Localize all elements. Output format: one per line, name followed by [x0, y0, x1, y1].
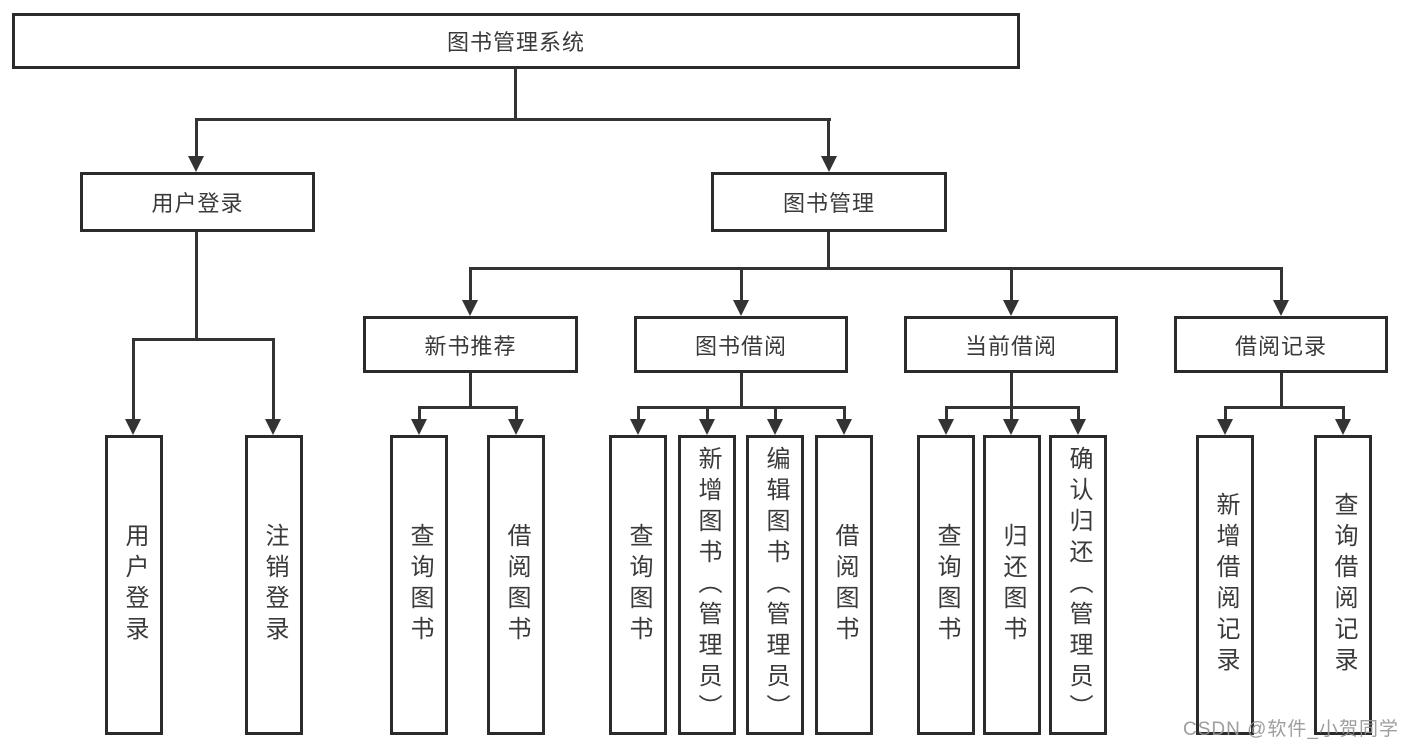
arrowhead-icon — [733, 300, 749, 316]
leaf-edit-books-admin: 编辑图书（管理员） — [746, 435, 804, 735]
arrowhead-icon — [1003, 419, 1019, 435]
arrowhead-icon — [1273, 300, 1289, 316]
leaf-confirm-return-admin: 确认归还（管理员） — [1049, 435, 1107, 735]
connector-userlogin-stem — [195, 232, 198, 341]
connector-drop-l3 — [469, 267, 472, 303]
leaf-add-borrow-record: 新增借阅记录 — [1196, 435, 1254, 735]
connector-userlogin-rail — [132, 338, 275, 341]
arrowhead-icon — [188, 156, 204, 172]
arrowhead-icon — [411, 419, 427, 435]
node-user-login-label: 用户登录 — [151, 191, 244, 216]
connector-root-rail — [196, 118, 831, 121]
connector-bookmgmt-rail — [469, 267, 1283, 270]
connector-l3-rail — [1224, 406, 1344, 409]
arrowhead-icon — [1217, 419, 1233, 435]
connector-drop-leaf — [843, 406, 846, 422]
connector-drop-leaf — [1224, 406, 1227, 422]
leaf-query-books-2: 查询图书 — [609, 435, 667, 735]
connector-drop-leaf — [1010, 406, 1013, 422]
leaf-query-books-2-label: 查询图书 — [625, 523, 652, 647]
connector-drop-user-login — [195, 118, 198, 158]
arrowhead-icon — [836, 419, 852, 435]
connector-drop-l3 — [1010, 267, 1013, 303]
leaf-return-books-label: 归还图书 — [999, 523, 1026, 647]
node-book-management: 图书管理 — [711, 172, 947, 232]
arrowhead-icon — [938, 419, 954, 435]
watermark: CSDN @软件_小贺同学 — [1183, 719, 1399, 740]
arrowhead-icon — [1003, 300, 1019, 316]
leaf-query-borrow-record-label: 查询借阅记录 — [1330, 492, 1357, 678]
leaf-borrow-books-2-label: 借阅图书 — [831, 523, 858, 647]
connector-drop-leaf — [945, 406, 948, 422]
arrowhead-icon — [265, 419, 281, 435]
connector-drop-leaf — [774, 406, 777, 422]
connector-root-stem — [514, 68, 517, 120]
leaf-query-books-3-label: 查询图书 — [933, 523, 960, 647]
arrowhead-icon — [699, 419, 715, 435]
connector-drop-leaf — [132, 338, 135, 421]
connector-l3-stem — [1280, 373, 1283, 409]
arrowhead-icon — [125, 419, 141, 435]
connector-l3-rail — [418, 406, 517, 409]
arrowhead-icon — [630, 419, 646, 435]
leaf-add-books-admin-label: 新增图书（管理员） — [694, 445, 721, 725]
connector-l3-stem — [740, 373, 743, 409]
leaf-edit-books-admin-label: 编辑图书（管理员） — [762, 445, 789, 725]
leaf-confirm-return-admin-label: 确认归还（管理员） — [1065, 445, 1092, 725]
leaf-query-books-3: 查询图书 — [917, 435, 975, 735]
leaf-return-books: 归还图书 — [983, 435, 1041, 735]
leaf-user-login: 用户登录 — [105, 435, 163, 735]
node-book-borrow-label: 图书借阅 — [694, 333, 787, 359]
connector-l3-rail — [637, 406, 845, 409]
connector-drop-leaf — [272, 338, 275, 421]
leaf-query-books-1: 查询图书 — [390, 435, 448, 735]
connector-bookmgmt-stem — [827, 232, 830, 270]
connector-drop-book-management — [827, 118, 830, 158]
connector-l3-stem — [1010, 373, 1013, 409]
node-borrow-records: 借阅记录 — [1174, 316, 1388, 373]
node-current-borrow-label: 当前借阅 — [964, 333, 1057, 359]
arrowhead-icon — [1335, 419, 1351, 435]
connector-drop-leaf — [637, 406, 640, 422]
node-new-book-recommend: 新书推荐 — [363, 316, 578, 373]
node-user-login: 用户登录 — [80, 172, 315, 232]
node-borrow-records-label: 借阅记录 — [1234, 333, 1327, 359]
arrowhead-icon — [508, 419, 524, 435]
connector-drop-leaf — [418, 406, 421, 422]
connector-drop-leaf — [1077, 406, 1080, 422]
node-current-borrow: 当前借阅 — [904, 316, 1118, 373]
node-book-management-label: 图书管理 — [782, 191, 875, 216]
leaf-query-borrow-record: 查询借阅记录 — [1314, 435, 1372, 735]
connector-drop-leaf — [1342, 406, 1345, 422]
leaf-logout-label: 注销登录 — [261, 523, 288, 647]
leaf-user-login-label: 用户登录 — [121, 523, 148, 647]
node-new-book-recommend-label: 新书推荐 — [424, 333, 517, 359]
connector-drop-l3 — [740, 267, 743, 303]
arrowhead-icon — [462, 300, 478, 316]
leaf-add-borrow-record-label: 新增借阅记录 — [1212, 492, 1239, 678]
leaf-query-books-1-label: 查询图书 — [406, 523, 433, 647]
arrowhead-icon — [767, 419, 783, 435]
leaf-logout: 注销登录 — [245, 435, 303, 735]
arrowhead-icon — [821, 156, 837, 172]
node-system-root-label: 图书管理系统 — [446, 30, 585, 55]
node-system-root: 图书管理系统 — [12, 13, 1020, 69]
connector-drop-leaf — [515, 406, 518, 422]
connector-drop-leaf — [706, 406, 709, 422]
leaf-borrow-books-1-label: 借阅图书 — [503, 523, 530, 647]
connector-l3-stem — [469, 373, 472, 409]
connector-drop-l3 — [1280, 267, 1283, 303]
leaf-add-books-admin: 新增图书（管理员） — [678, 435, 736, 735]
arrowhead-icon — [1070, 419, 1086, 435]
leaf-borrow-books-2: 借阅图书 — [815, 435, 873, 735]
leaf-borrow-books-1: 借阅图书 — [487, 435, 545, 735]
node-book-borrow: 图书借阅 — [634, 316, 848, 373]
